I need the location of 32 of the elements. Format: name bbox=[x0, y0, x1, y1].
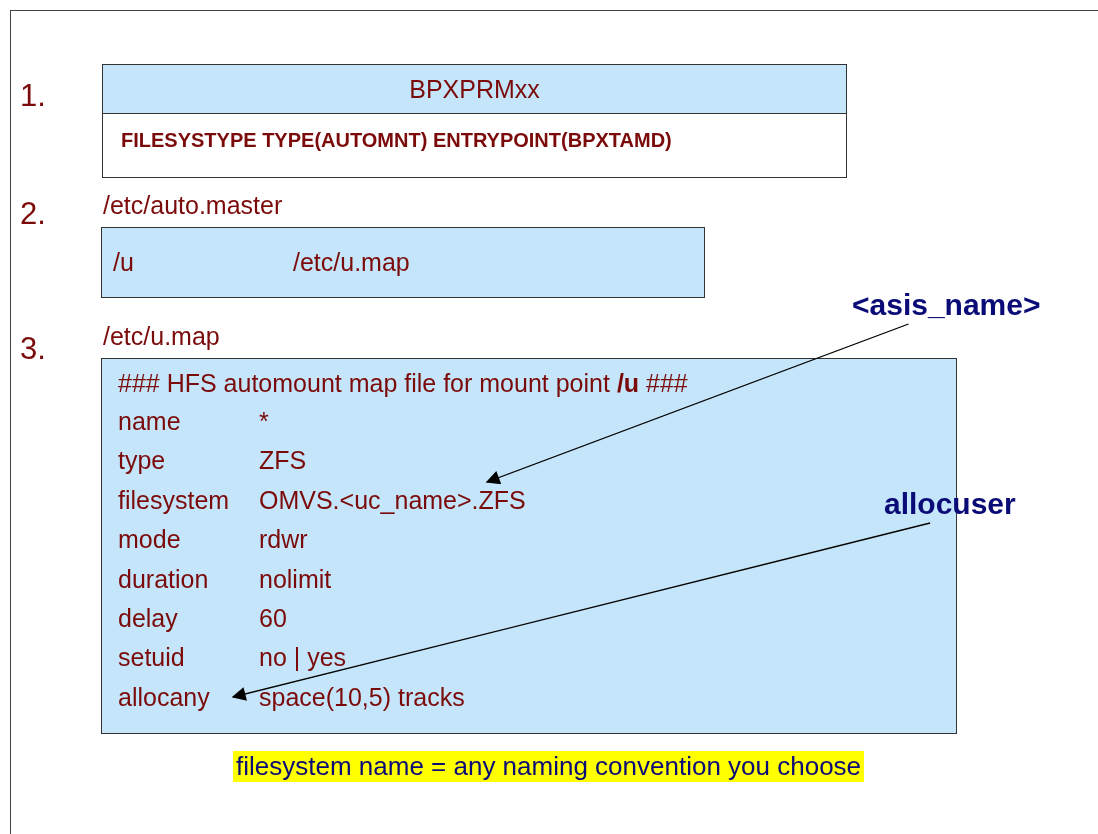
map-path-text: /etc/u.map bbox=[293, 248, 410, 277]
step-number: 1. bbox=[20, 78, 46, 114]
value-text: ZFS bbox=[259, 446, 307, 476]
key-text: allocany bbox=[118, 682, 210, 712]
file-path-heading: /etc/u.map bbox=[103, 322, 220, 351]
value-text: OMVS.<uc_name>.ZFS bbox=[259, 485, 526, 515]
comment-line: ### HFS automount map file for mount point /u ### bbox=[118, 369, 688, 398]
key-text: type bbox=[118, 446, 166, 476]
leader-arrow bbox=[231, 522, 931, 701]
config-box bbox=[101, 227, 705, 298]
key-text: delay bbox=[118, 604, 178, 633]
highlighted-note: filesystem name = any naming convention you choose bbox=[233, 751, 865, 782]
statement-text: FILESYSTYPE TYPE(AUTOMNT) ENTRYPOINT(BPXTAMD) bbox=[121, 129, 672, 152]
key-text: duration bbox=[118, 564, 209, 594]
key-text: filesystem bbox=[118, 485, 230, 515]
value-text: * bbox=[259, 407, 269, 436]
value-text: 60 bbox=[259, 604, 287, 633]
callout-text: <asis_name> bbox=[852, 288, 1041, 322]
box-header: BPXPRMxx bbox=[103, 65, 846, 114]
value-text: nolimit bbox=[259, 564, 332, 594]
key-text: name bbox=[118, 407, 181, 436]
step-number: 3. bbox=[20, 331, 46, 367]
leader-arrow bbox=[485, 323, 910, 485]
mount-point-text: /u bbox=[113, 248, 134, 277]
value-text: no | yes bbox=[259, 643, 347, 673]
value-text: space(10,5) tracks bbox=[259, 682, 465, 712]
key-text: mode bbox=[118, 525, 181, 555]
value-text: rdwr bbox=[259, 525, 308, 555]
key-text: setuid bbox=[118, 643, 185, 673]
step-number: 2. bbox=[20, 196, 46, 232]
parameter-box bbox=[102, 64, 847, 178]
file-path-heading: /etc/auto.master bbox=[103, 191, 283, 220]
